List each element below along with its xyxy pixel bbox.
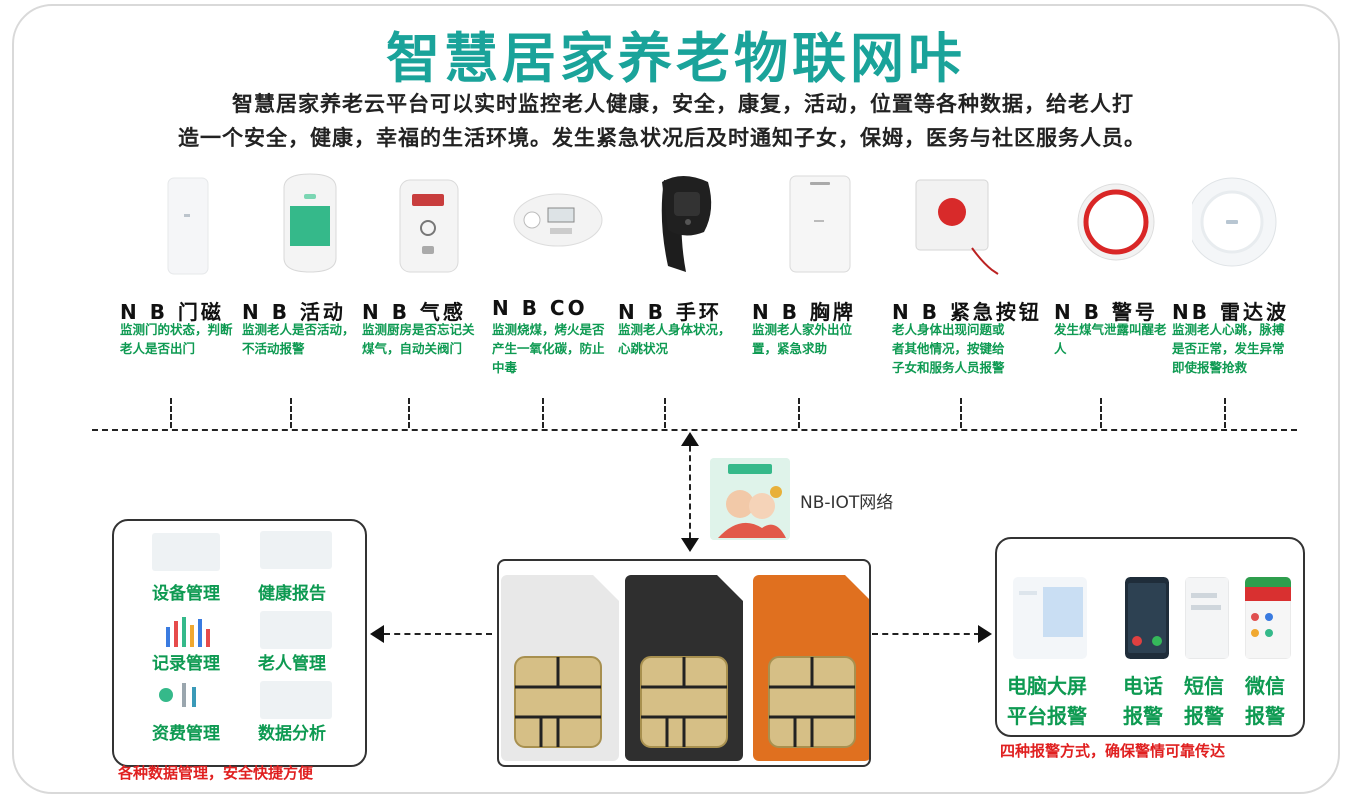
billing-icon	[159, 683, 196, 707]
co-detector-icon	[513, 193, 603, 247]
device-description: 监测烧煤，烤火是否产生一氧化碳，防止中毒	[492, 322, 605, 375]
alert-method-label: 微信 报警	[1245, 674, 1285, 728]
management-item: 数据分析	[258, 724, 326, 744]
device-management-thumbnail	[152, 533, 220, 571]
arrow-left-icon	[370, 625, 384, 643]
siren-icon	[1077, 183, 1155, 261]
device-description: 监测老人心跳，脉搏是否正常，发生异常即使报警抢救	[1172, 322, 1285, 375]
elderly-management-thumbnail	[260, 611, 332, 649]
management-item: 健康报告	[258, 584, 326, 604]
device-name: N B 活动	[242, 300, 346, 324]
connector-line	[542, 398, 544, 428]
management-caption: 各种数据管理，安全快捷方便	[118, 764, 314, 782]
device-name: NB 雷达波	[1172, 300, 1289, 324]
device-description: 监测老人家外出位置，紧急求助	[752, 322, 853, 356]
wechat-thumbnail	[1245, 577, 1291, 659]
arrow-up-icon	[681, 432, 699, 446]
page-title: 智慧居家养老物联网咔	[386, 27, 966, 90]
description-line-1: 智慧居家养老云平台可以实时监控老人健康，安全，康复，活动，位置等各种数据，给老人…	[232, 92, 1134, 116]
connector-line	[170, 398, 172, 428]
alert-method-label: 短信 报警	[1184, 674, 1224, 728]
connector-line	[1100, 398, 1102, 428]
device-description: 监测门的状态，判断老人是否出门	[120, 322, 233, 356]
data-analysis-thumbnail	[260, 681, 332, 719]
alert-method-label: 电脑大屏 平台报警	[1007, 674, 1087, 728]
connector-line	[290, 398, 292, 428]
connector-line	[664, 398, 666, 428]
connector-right	[872, 633, 980, 635]
connector-line	[1224, 398, 1226, 428]
device-bus-line	[92, 429, 1297, 431]
sim-card-black-icon	[625, 575, 743, 761]
big-screen-thumbnail	[1013, 577, 1087, 659]
health-report-thumbnail	[260, 531, 332, 569]
device-name: N B CO	[492, 296, 588, 320]
connector-line	[408, 398, 410, 428]
door-magnet-icon	[167, 177, 209, 275]
sim-card-panel	[497, 559, 871, 767]
device-name: N B 紧急按钮	[892, 300, 1042, 324]
device-name: N B 手环	[618, 300, 722, 324]
device-description: 监测老人身体状况，心跳状况	[618, 322, 731, 356]
device-name: N B 门磁	[120, 300, 224, 324]
alert-panel: 电脑大屏 平台报警 电话 报警 短信 报警 微信 报警	[995, 537, 1305, 737]
sms-thumbnail	[1185, 577, 1229, 659]
wristband-icon	[661, 176, 712, 272]
badge-icon	[789, 175, 851, 273]
management-item: 设备管理	[152, 584, 220, 604]
arrow-down-icon	[681, 538, 699, 552]
emergency-button-icon	[915, 179, 999, 275]
device-description: 发生煤气泄露叫醒老人	[1054, 322, 1167, 356]
bar-chart-icon	[166, 617, 210, 647]
device-description: 监测老人是否活动，不活动报警	[242, 322, 355, 356]
gas-sensor-icon	[399, 179, 459, 273]
connector-line	[960, 398, 962, 428]
sim-card-white-icon	[501, 575, 619, 761]
device-name: N B 胸牌	[752, 300, 856, 324]
device-name: N B 警号	[1054, 300, 1158, 324]
alert-caption: 四种报警方式，确保警情可靠传达	[1000, 742, 1226, 760]
radar-icon	[1192, 177, 1277, 267]
management-item: 记录管理	[152, 654, 220, 674]
nb-iot-logo-icon	[710, 458, 790, 540]
network-connector	[689, 436, 691, 548]
description-line-2: 造一个安全，健康，幸福的生活环境。发生紧急状况后及时通知子女，保姆，医务与社区服…	[178, 126, 1146, 150]
arrow-right-icon	[978, 625, 992, 643]
connector-left	[384, 633, 492, 635]
management-item: 老人管理	[258, 654, 326, 674]
device-description: 监测厨房是否忘记关煤气，自动关阀门	[362, 322, 475, 356]
device-description: 老人身体出现问题或者其他情况，按键给子女和服务人员报警	[892, 322, 1005, 375]
alert-method-label: 电话 报警	[1123, 674, 1163, 728]
device-name: N B 气感	[362, 300, 466, 324]
management-panel: 设备管理 健康报告 记录管理 老人管理 资费管理 数据分析	[112, 519, 367, 767]
phone-call-thumbnail	[1125, 577, 1169, 659]
network-label: NB-IOT网络	[800, 493, 894, 513]
connector-line	[798, 398, 800, 428]
motion-sensor-icon	[283, 173, 337, 273]
sim-card-orange-icon	[753, 575, 869, 761]
management-item: 资费管理	[152, 724, 220, 744]
